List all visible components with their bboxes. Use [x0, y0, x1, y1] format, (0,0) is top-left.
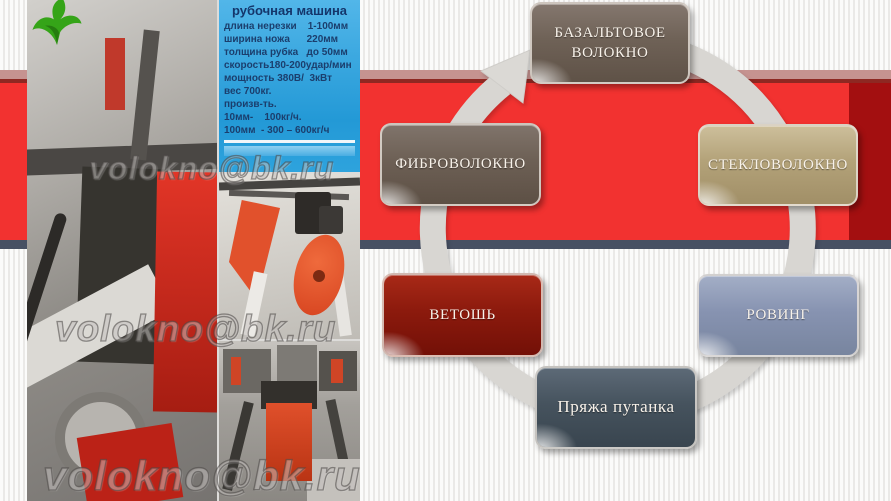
- spec-line: мощность 380В/ 3кВт: [224, 73, 333, 84]
- cycle-node-label: ВЕТОШЬ: [429, 306, 496, 323]
- photo-shape: [319, 206, 343, 234]
- cycle-node-fibro-fiber: ФИБРОВОЛОКНО: [380, 123, 541, 206]
- spec-divider: [224, 140, 355, 143]
- cycle-node-tangled-yarn: Пряжа путанка: [535, 366, 697, 449]
- green-leaf-icon: [32, 0, 82, 45]
- band-dark-line: [0, 79, 891, 83]
- spec-line: скорость180-200удар/мин: [224, 60, 352, 71]
- photo-shape: [266, 403, 312, 481]
- photo-shape: [152, 171, 217, 413]
- machine-photo-left: [27, 0, 217, 501]
- cycle-node-glass-fiber: СТЕКЛОВОЛОКНО: [698, 124, 858, 206]
- cycle-node-basalt-fiber: БАЗАЛЬТОВОЕ ВОЛОКНО: [530, 2, 690, 84]
- photo-shape: [313, 270, 325, 282]
- photo-shape: [231, 357, 241, 385]
- spec-line: 100мм - 300 – 600кг/ч: [224, 125, 330, 136]
- spec-footer-strip: [224, 146, 355, 156]
- spec-line: толщина рубка до 50мм: [224, 47, 348, 58]
- cycle-node-label: СТЕКЛОВОЛОКНО: [708, 156, 848, 173]
- photo-shape: [105, 38, 125, 110]
- cycle-node-label: РОВИНГ: [746, 307, 810, 324]
- cycle-node-rags: ВЕТОШЬ: [382, 273, 543, 357]
- machine-photo-bottom: [219, 341, 360, 501]
- watermark: volokno@bk.ru: [42, 451, 360, 499]
- spec-line: 10мм- 100кг/ч.: [224, 112, 302, 123]
- spec-panel: рубочная машина длина нерезки 1-100мм ши…: [219, 0, 360, 172]
- watermark: volokno@bk.ru: [54, 307, 337, 349]
- machine-photo-middle: [219, 174, 360, 339]
- cycle-node-roving: РОВИНГ: [697, 274, 859, 357]
- spec-line: вес 700кг.: [224, 86, 272, 97]
- photo-shape: [130, 29, 160, 161]
- photo-shape: [307, 459, 360, 501]
- spec-line: ширина ножа 220мм: [224, 34, 339, 45]
- spec-line: произв-ть.: [224, 99, 277, 110]
- cycle-node-label: ФИБРОВОЛОКНО: [395, 156, 526, 173]
- watermark: volokno@bk.ru: [88, 149, 335, 186]
- band-pink-strip: [0, 70, 891, 79]
- spec-panel-title: рубочная машина: [231, 3, 348, 18]
- machine-photo-collage: рубочная машина длина нерезки 1-100мм ши…: [27, 0, 360, 501]
- cycle-node-label: БАЗАЛЬТОВОЕ ВОЛОКНО: [554, 24, 666, 61]
- spec-line: длина нерезки 1-100мм: [224, 21, 349, 32]
- cycle-node-label: Пряжа путанка: [557, 397, 675, 417]
- photo-shape: [228, 189, 350, 201]
- photo-shape: [331, 359, 343, 383]
